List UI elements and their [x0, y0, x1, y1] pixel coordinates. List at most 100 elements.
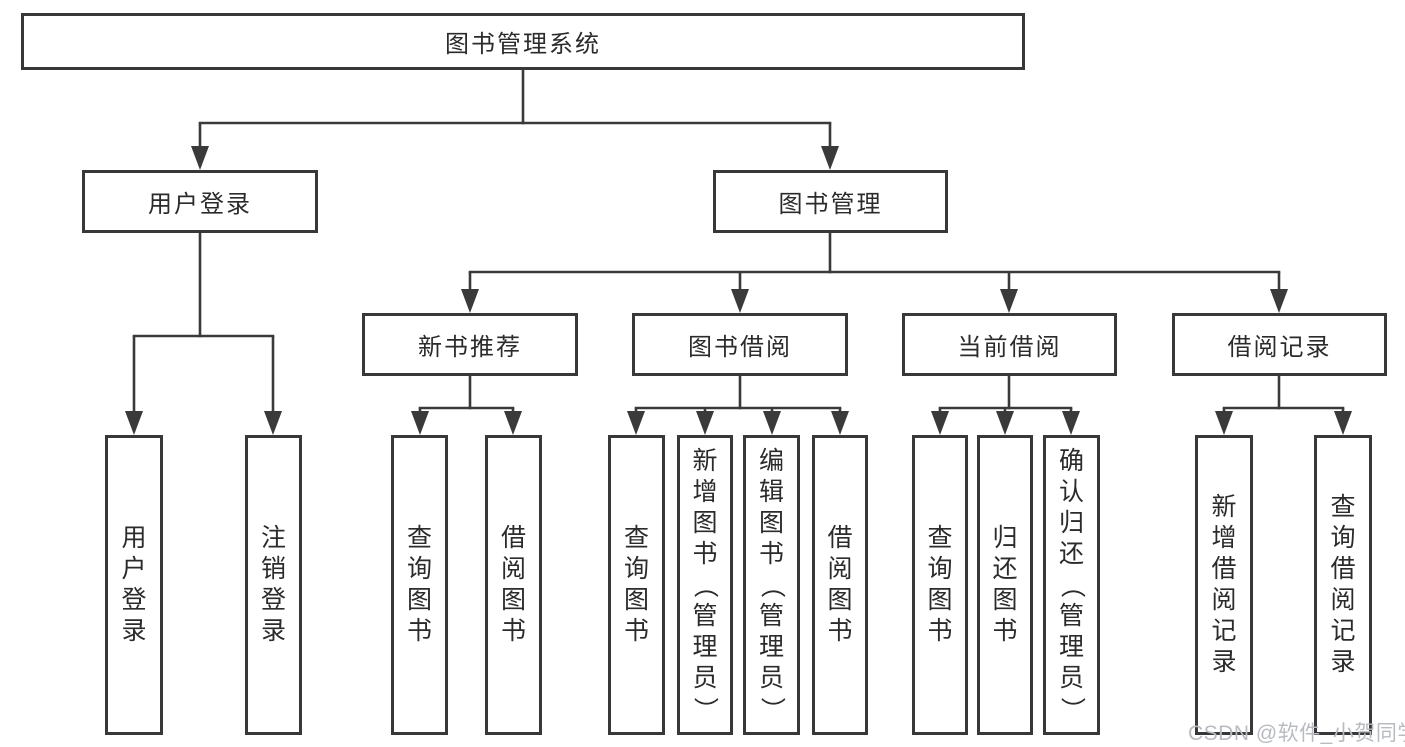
vertical-char: 管: [692, 601, 718, 630]
vertical-char: 书: [623, 617, 649, 645]
arrowhead-down-icon: [461, 289, 479, 313]
arrowhead-down-icon: [1334, 411, 1352, 435]
vertical-char: 书: [406, 617, 432, 645]
vertical-char: 书: [827, 617, 853, 645]
vertical-char: 记: [1330, 617, 1356, 645]
vertical-char: 认: [1058, 477, 1084, 506]
vertical-char: 确: [1058, 446, 1084, 475]
node-user-login-label: 用户登录: [148, 191, 252, 218]
vertical-char: 户: [121, 555, 147, 583]
vertical-char: 员: [1058, 663, 1084, 692]
arrowhead-down-icon: [1215, 411, 1233, 435]
arrowhead-down-icon: [504, 411, 522, 435]
node-book-borrowing: 图书借阅: [632, 313, 848, 376]
leaf-br-query-record: 查询借阅记录: [1314, 435, 1372, 735]
leaf-nbr-query-books: 查询图书: [391, 435, 448, 735]
vertical-char: ）: [691, 696, 720, 722]
vertical-char: 登: [121, 586, 147, 614]
vertical-char: 记: [1211, 617, 1237, 645]
arrowhead-down-icon: [996, 411, 1014, 435]
vertical-char: 录: [260, 617, 286, 645]
leaf-br-add-record: 新增借阅记录: [1195, 435, 1253, 735]
vertical-char: 录: [1211, 648, 1237, 676]
vertical-char: 还: [992, 555, 1018, 583]
vertical-char: 员: [692, 663, 718, 692]
arrowhead-down-icon: [411, 411, 429, 435]
vertical-char: 注: [260, 524, 286, 552]
arrowhead-down-icon: [696, 411, 714, 435]
node-book-borrowing-label: 图书借阅: [688, 334, 792, 361]
vertical-char: 还: [1058, 539, 1084, 568]
vertical-char: 用: [121, 524, 147, 552]
vertical-char: 理: [1058, 632, 1084, 661]
leaf-nbr-borrow-books: 借阅图书: [485, 435, 542, 735]
vertical-char: 查: [623, 524, 649, 552]
watermark: CSDN @软件_小贺同学: [1188, 722, 1405, 745]
vertical-char: 登: [260, 586, 286, 614]
node-borrowing-records-label: 借阅记录: [1227, 334, 1332, 361]
vertical-char: （: [1057, 572, 1086, 598]
leaf-user-login: 用户登录: [105, 435, 163, 735]
node-book-management-label: 图书管理: [778, 191, 883, 218]
vertical-char: 辑: [758, 477, 784, 506]
vertical-char: 书: [992, 617, 1018, 645]
vertical-char: 增: [1211, 524, 1237, 552]
leaf-bb-edit-books: 编辑图书 （ 管理员 ）: [743, 435, 800, 735]
vertical-char: 借: [500, 524, 526, 552]
vertical-char: 编: [758, 446, 784, 475]
vertical-char: 阅: [500, 555, 526, 583]
vertical-char: 书: [500, 617, 526, 645]
vertical-char: 图: [827, 586, 853, 614]
vertical-char: 图: [927, 586, 953, 614]
vertical-char: 新: [692, 446, 718, 475]
vertical-char: 销: [260, 555, 286, 583]
vertical-char: ）: [757, 696, 786, 722]
vertical-char: 图: [758, 508, 784, 537]
vertical-char: 书: [692, 539, 718, 568]
arrowhead-down-icon: [763, 411, 781, 435]
vertical-char: 图: [692, 508, 718, 537]
arrowhead-down-icon: [1270, 289, 1288, 313]
arrowhead-down-icon: [125, 411, 143, 435]
leaf-logout: 注销登录: [245, 435, 302, 735]
vertical-char: 管: [1058, 601, 1084, 630]
leaf-bb-add-books: 新增图书（管理员）: [677, 435, 733, 735]
vertical-char: 查: [927, 524, 953, 552]
node-root-system: 图书管理系统: [21, 13, 1025, 70]
arrowhead-down-icon: [627, 411, 645, 435]
vertical-char: 书: [758, 539, 784, 568]
node-user-login: 用户登录: [82, 170, 318, 233]
vertical-char: （: [757, 572, 786, 598]
vertical-char: 归: [1058, 508, 1084, 537]
vertical-char: 增: [692, 477, 718, 506]
vertical-char: 员: [758, 663, 784, 692]
arrowhead-down-icon: [831, 411, 849, 435]
vertical-char: 图: [623, 586, 649, 614]
arrowhead-down-icon: [931, 411, 949, 435]
vertical-char: 理: [692, 632, 718, 661]
vertical-char: 理: [758, 632, 784, 661]
vertical-char: 借: [1330, 555, 1356, 583]
leaf-bb-query-books: 查询图书: [608, 435, 665, 735]
node-current-borrowing: 当前借阅: [902, 313, 1117, 376]
vertical-char: 图: [500, 586, 526, 614]
arrowhead-down-icon: [1062, 411, 1080, 435]
arrowhead-down-icon: [1000, 289, 1018, 313]
node-new-book-recommend: 新书推荐: [362, 313, 578, 376]
leaf-cb-confirm-return: 确认归还（管理员）: [1043, 435, 1100, 735]
node-root-system-label: 图书管理系统: [445, 31, 601, 58]
vertical-char: 图: [406, 586, 432, 614]
vertical-char: 借: [827, 524, 853, 552]
vertical-char: 新: [1211, 493, 1237, 521]
arrowhead-down-icon: [731, 289, 749, 313]
vertical-char: 查: [1330, 493, 1356, 521]
node-borrowing-records: 借阅记录: [1172, 313, 1387, 376]
node-current-borrowing-label: 当前借阅: [957, 334, 1062, 361]
vertical-char: 询: [623, 555, 649, 583]
vertical-char: 借: [1211, 555, 1237, 583]
vertical-char: 阅: [827, 555, 853, 583]
vertical-char: 录: [121, 617, 147, 645]
vertical-char: 询: [406, 555, 432, 583]
vertical-char: 管: [758, 601, 784, 630]
